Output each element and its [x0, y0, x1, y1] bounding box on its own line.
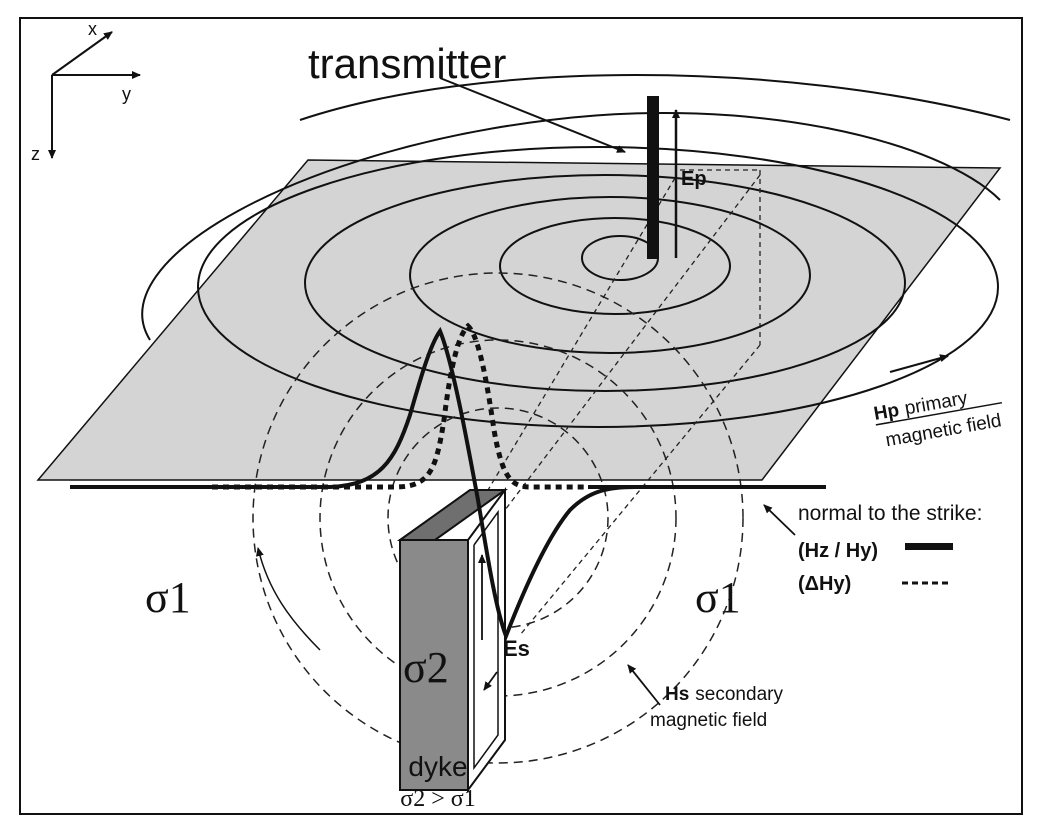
- primary-field-lines: [141, 74, 1011, 428]
- dyke-current-loop: [473, 509, 499, 771]
- transmitter-label: transmitter: [308, 40, 506, 87]
- x-axis-label: x: [88, 19, 97, 39]
- legend-solid-swatch: [905, 543, 953, 550]
- axes-indicator: [48, 31, 141, 159]
- hz-hy-profile-curve: [212, 326, 636, 642]
- delta-hy-profile-curve: [212, 322, 588, 490]
- es-down-arrow: [483, 671, 498, 691]
- primary-field-ellipse: [304, 174, 906, 392]
- primary-field-ellipse: [197, 146, 999, 428]
- legend-solid-label: (Hz / Hy): [798, 540, 878, 562]
- hs-label-line2: magnetic field: [650, 710, 767, 731]
- sigma2-label: σ2: [403, 643, 449, 692]
- hs-label-line1: secondary: [695, 684, 783, 705]
- primary-field-direction-arrow: [889, 354, 949, 373]
- hs-pointer-arrow: [627, 664, 661, 706]
- secondary-field-circle: [319, 339, 677, 697]
- es-label: Es: [503, 636, 530, 661]
- sigma1-right-label: σ1: [695, 573, 741, 622]
- x-axis-arrow: [51, 31, 113, 76]
- primary-field-outer-arc: [141, 111, 1001, 341]
- normal-to-strike-label: normal to the strike:: [798, 502, 982, 525]
- secondary-field-direction-arrow: [255, 547, 321, 651]
- transmitter-antenna: [647, 96, 659, 259]
- primary-field-ellipse: [409, 196, 811, 354]
- hs-symbol: Hs: [665, 684, 689, 705]
- z-axis-label: z: [31, 144, 40, 164]
- y-axis-label: y: [122, 84, 131, 104]
- secondary-field-circle: [252, 272, 744, 764]
- dyke: [396, 486, 509, 794]
- dyke-side-face: [467, 486, 506, 794]
- projection-line: [484, 177, 676, 496]
- hp-underline: [875, 401, 1003, 426]
- hp-label-line2: magnetic field: [884, 410, 1003, 451]
- ground-plane: [36, 159, 1002, 481]
- ep-label: Ep: [681, 168, 707, 190]
- hs-label: Hs secondary: [665, 684, 783, 705]
- primary-field-ellipse: [499, 217, 731, 315]
- legend-pointer-arrow: [763, 504, 796, 536]
- projection-lines: [484, 169, 761, 636]
- legend-dashed-label: (ΔHy): [798, 573, 851, 595]
- dyke-label: dyke: [408, 751, 467, 782]
- figure-border: [19, 17, 1023, 815]
- projection-line: [504, 174, 761, 511]
- transmitter-pointer-arrow: [439, 77, 626, 153]
- dyke-relation-label: σ2 > σ1: [400, 786, 475, 812]
- sigma1-left-label: σ1: [145, 573, 191, 622]
- primary-field-outer-arc: [299, 74, 1011, 121]
